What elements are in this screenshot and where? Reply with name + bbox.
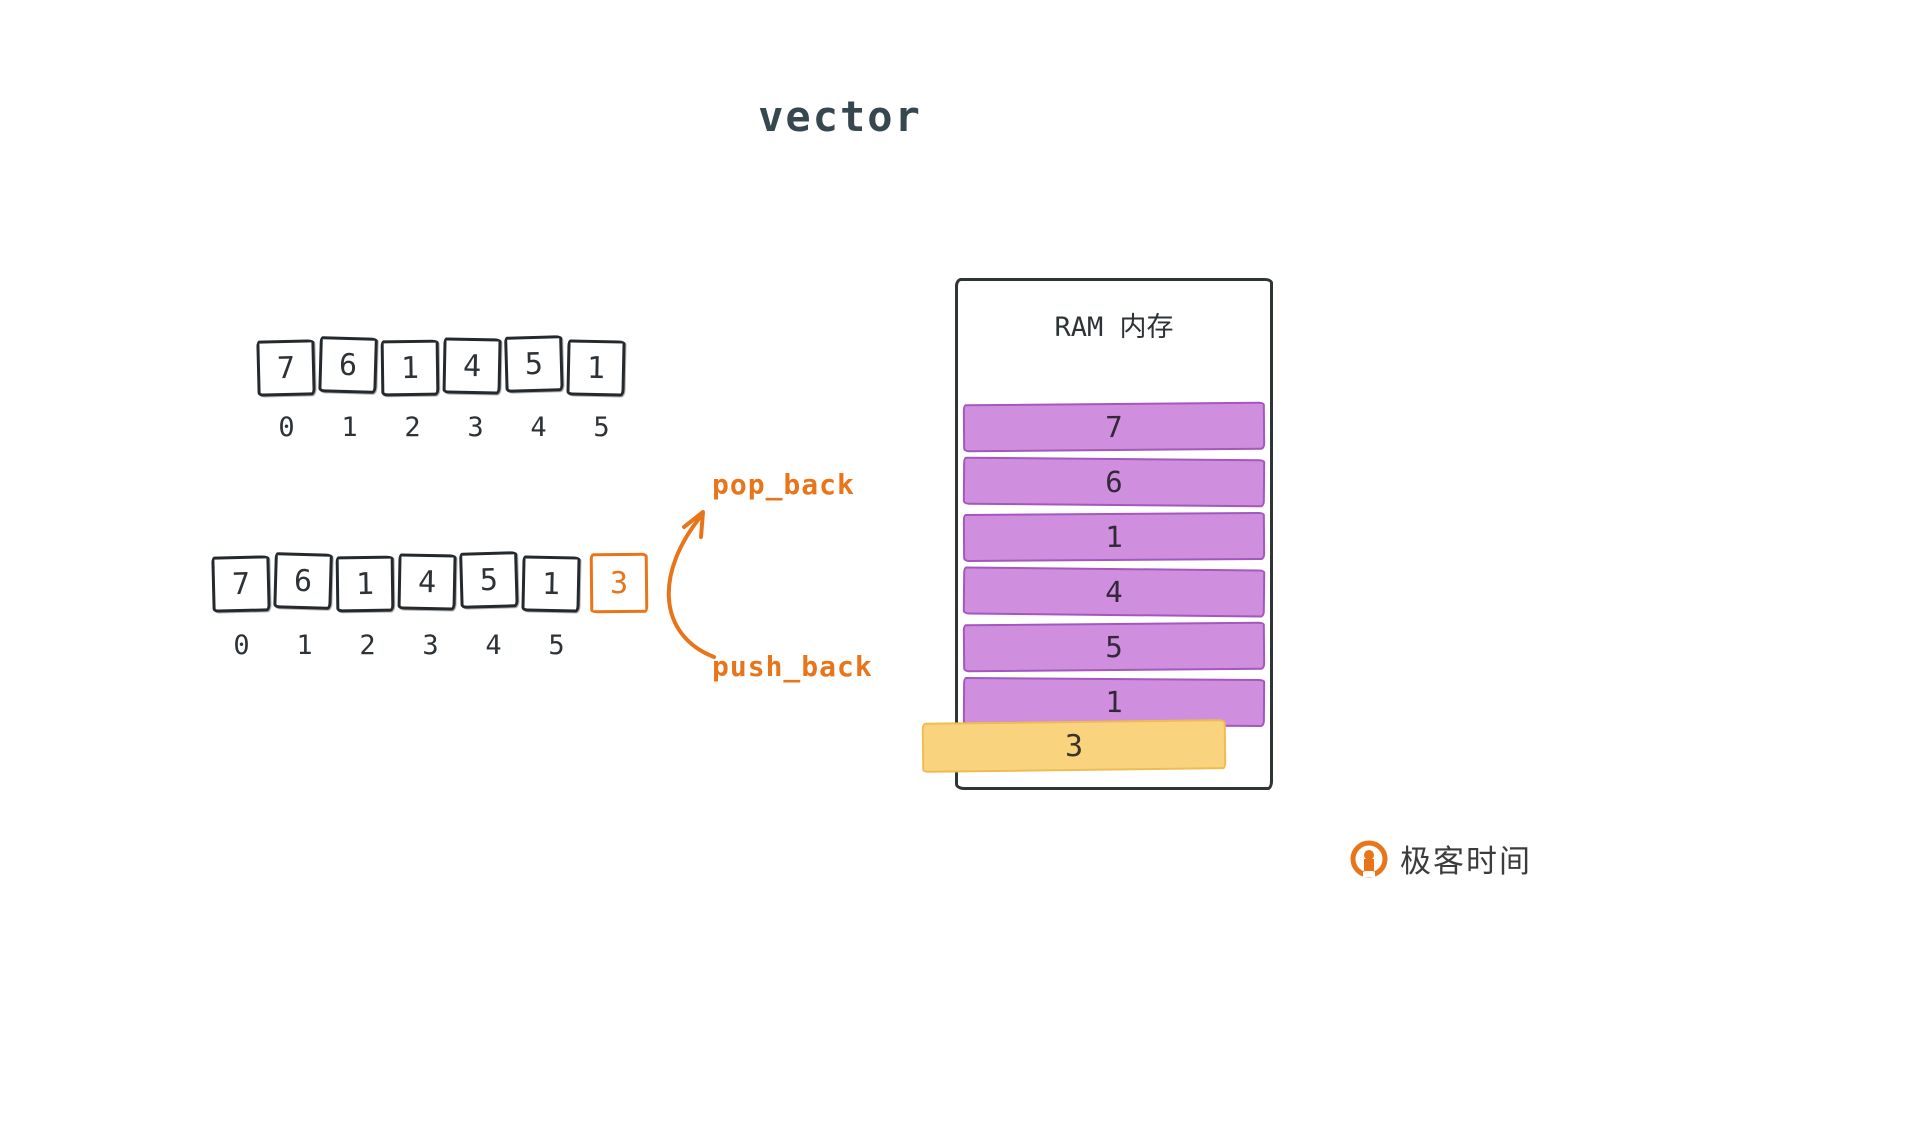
ram-cell: 7 — [962, 401, 1266, 453]
array-index: 5 — [548, 630, 565, 661]
array-index: 2 — [404, 412, 421, 443]
array-index: 0 — [233, 630, 250, 661]
array-cell: 4 — [397, 553, 457, 611]
array-cell: 7 — [211, 555, 271, 613]
pop-back-label: pop_back — [712, 468, 855, 501]
array-index: 2 — [359, 630, 376, 661]
array-cell: 6 — [318, 336, 378, 394]
ram-cell: 5 — [962, 621, 1266, 673]
array-index: 4 — [485, 630, 502, 661]
geektime-logo-icon — [1350, 840, 1388, 877]
array-index: 1 — [296, 630, 313, 661]
ram-cell: 6 — [962, 456, 1266, 508]
array-cell: 5 — [504, 335, 564, 393]
vector-array-initial-indices: 0 1 2 3 4 5 — [257, 412, 631, 443]
push-back-label: push_back — [712, 650, 873, 683]
geektime-logo-text: 极客时间 — [1400, 844, 1532, 879]
array-cell: 5 — [459, 551, 519, 609]
array-cell: 7 — [256, 339, 316, 397]
array-index: 3 — [422, 630, 439, 661]
vector-array-initial: 7 6 1 4 5 1 — [256, 335, 626, 397]
curved-arrow-icon — [666, 510, 716, 659]
vector-array-after-indices: 0 1 2 3 4 5 — [212, 630, 586, 661]
array-cell: 1 — [566, 339, 626, 397]
array-cell: 6 — [273, 552, 333, 610]
array-index: 1 — [341, 412, 358, 443]
diagram-title: vector — [758, 92, 922, 141]
array-index: 5 — [593, 412, 610, 443]
geektime-logo: 极客时间 — [1348, 836, 1532, 881]
array-index: 0 — [278, 412, 295, 443]
ram-memory-box: RAM 内存 7 6 1 4 5 1 3 — [921, 278, 1273, 790]
vector-array-after: 7 6 1 4 5 1 — [211, 551, 581, 613]
array-index: 3 — [467, 412, 484, 443]
array-cell: 4 — [442, 337, 502, 395]
ram-new-cell: 3 — [921, 719, 1227, 773]
array-index: 4 — [530, 412, 547, 443]
ram-cell: 1 — [962, 511, 1266, 563]
array-cell: 1 — [335, 555, 395, 613]
ram-cell: 4 — [962, 566, 1266, 618]
ram-title: RAM 内存 — [1054, 312, 1174, 343]
array-cell: 1 — [521, 555, 581, 613]
ram-cells: 7 6 1 4 5 1 — [962, 401, 1266, 728]
array-cell: 1 — [380, 339, 440, 397]
